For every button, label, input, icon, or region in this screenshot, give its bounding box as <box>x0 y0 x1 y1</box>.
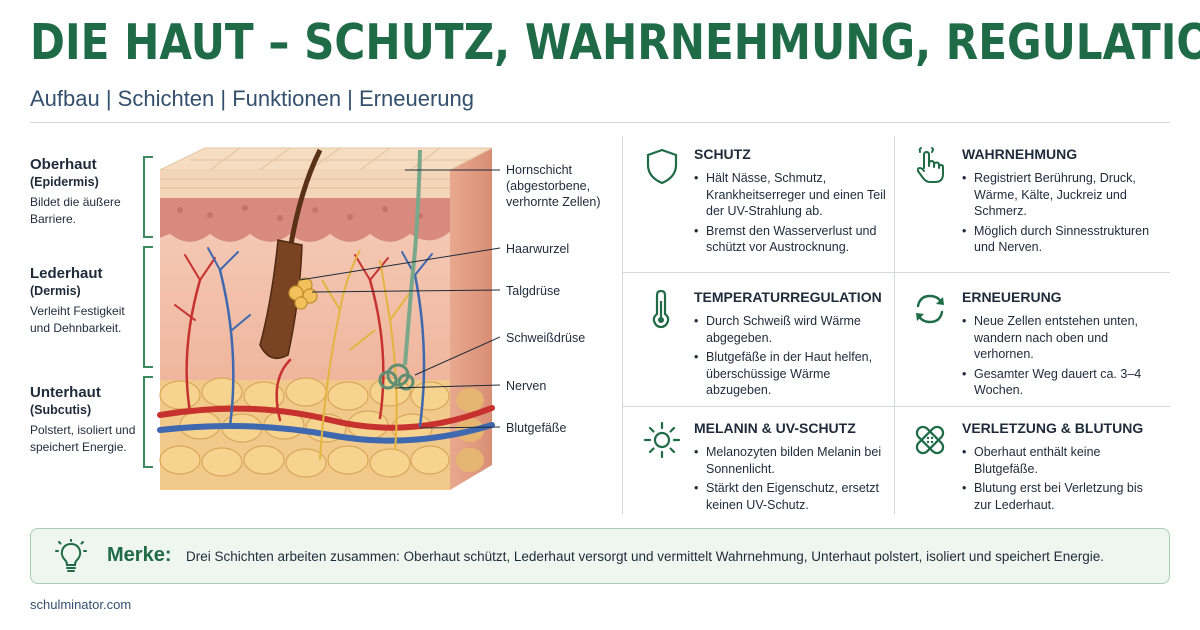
header-divider <box>30 122 1170 123</box>
layer-description: Polstert, isoliert und speichert Energie… <box>30 423 136 454</box>
grid-divider-row2 <box>622 406 1170 407</box>
skin-cross-section-diagram <box>157 147 500 490</box>
layer-description: Bildet die äußere Barriere. <box>30 195 121 226</box>
sweat-gland-coil <box>378 363 415 391</box>
label-schweissdruese: Schweißdrüse <box>506 331 586 345</box>
page-subtitle: Aufbau | Schichten | Funktionen | Erneue… <box>30 86 474 111</box>
card-bullet: Hält Nässe, Schmutz, Krankheitserreger u… <box>694 170 894 220</box>
bracket-epidermis <box>143 156 153 238</box>
card-title: WAHRNEHMUNG <box>962 146 1078 162</box>
blood-vessels <box>157 247 495 444</box>
label-hornschicht-note2: verhornte Zellen) <box>506 195 601 209</box>
layer-subcutis: Unterhaut (Subcutis) Polstert, isoliert … <box>30 384 138 456</box>
card-bullets: Registriert Berührung, Druck, Wärme, Käl… <box>962 170 1162 259</box>
label-talgdruese: Talgdrüse <box>506 284 561 298</box>
card-title: SCHUTZ <box>694 146 751 162</box>
layer-description: Verleiht Festigkeit und Dehnbarkeit. <box>30 304 125 335</box>
merke-label: Merke: <box>107 544 172 566</box>
label-hornschicht: Hornschicht (abgestorbene, verhornte Zel… <box>506 162 601 210</box>
merke-text: Drei Schichten arbeiten zusammen: Oberha… <box>186 549 1104 564</box>
layer-epidermis: Oberhaut (Epidermis) Bildet die äußere B… <box>30 156 138 228</box>
grid-divider-left <box>622 136 623 514</box>
card-title: VERLETZUNG & BLUTUNG <box>962 420 1144 436</box>
shield-icon <box>646 148 678 185</box>
card-bullet: Bremst den Wasserverlust und schützt vor… <box>694 223 894 256</box>
touch-hand-icon <box>916 147 944 183</box>
card-bullets: Oberhaut enthält keine Blutgefäße. Blutu… <box>962 444 1162 516</box>
card-bullet: Neue Zellen entstehen unten, wandern nac… <box>962 313 1162 363</box>
label-blutgefaesse: Blutgefäße <box>506 421 567 435</box>
label-hornschicht-note1: (abgestorbene, <box>506 179 591 193</box>
renewal-arrows-icon <box>916 294 944 324</box>
sebaceous-gland <box>288 277 318 310</box>
card-bullet: Registriert Berührung, Druck, Wärme, Käl… <box>962 170 1162 220</box>
page-title: DIE HAUT – SCHUTZ, WAHRNEHMUNG, REGULATI… <box>30 14 1200 71</box>
card-bullets: Neue Zellen entstehen unten, wandern nac… <box>962 313 1162 402</box>
card-bullets: Durch Schweiß wird Wärme abgegeben. Blut… <box>694 313 894 402</box>
layer-name: Oberhaut <box>30 156 97 173</box>
layer-latin: (Epidermis) <box>30 175 99 189</box>
layer-name: Unterhaut <box>30 384 101 401</box>
card-title: TEMPERATURREGULATION <box>694 289 882 305</box>
card-bullet: Oberhaut enthält keine Blutgefäße. <box>962 444 1162 477</box>
card-bullet: Möglich durch Sinnesstrukturen und Nerve… <box>962 223 1162 256</box>
epidermis-cells <box>177 205 423 221</box>
grid-divider-row1 <box>622 272 1170 273</box>
leader-lines <box>299 169 500 429</box>
epidermis-layer <box>160 198 450 242</box>
card-bullet: Stärkt den Eigenschutz, ersetzt keinen U… <box>694 480 894 513</box>
layer-latin: (Dermis) <box>30 284 81 298</box>
lightbulb-icon <box>55 539 87 572</box>
card-bullets: Melanozyten bilden Melanin bei Sonnenlic… <box>694 444 894 516</box>
card-title: MELANIN & UV-SCHUTZ <box>694 420 856 436</box>
card-title: ERNEUERUNG <box>962 289 1062 305</box>
fat-cells <box>159 377 450 478</box>
card-bullet: Blutgefäße in der Haut helfen, überschüs… <box>694 349 894 399</box>
hair-shaft <box>287 148 323 251</box>
card-bullet: Durch Schweiß wird Wärme abgegeben. <box>694 313 894 346</box>
sweat-duct <box>403 149 422 366</box>
thermometer-icon <box>652 289 670 329</box>
card-bullets: Hält Nässe, Schmutz, Krankheitserreger u… <box>694 170 894 259</box>
layer-dermis: Lederhaut (Dermis) Verleiht Festigkeit u… <box>30 265 138 337</box>
grid-divider-middle <box>894 136 895 514</box>
layer-name: Lederhaut <box>30 265 103 282</box>
label-nerven: Nerven <box>506 379 547 393</box>
card-bullet: Blutung erst bei Verletzung bis zur Lede… <box>962 480 1162 513</box>
footer-site: schulminator.com <box>30 597 132 612</box>
bandage-icon <box>915 425 945 455</box>
sun-icon <box>643 421 681 459</box>
bracket-subcutis <box>143 376 153 468</box>
label-hornschicht-title: Hornschicht <box>506 163 572 177</box>
card-bullet: Melanozyten bilden Melanin bei Sonnenlic… <box>694 444 894 477</box>
layer-latin: (Subcutis) <box>30 403 92 417</box>
block-top-face <box>159 147 493 171</box>
merke-box: Merke: Drei Schichten arbeiten zusammen:… <box>30 528 1170 584</box>
label-haarwurzel: Haarwurzel <box>506 242 570 256</box>
bracket-dermis <box>143 246 153 368</box>
card-bullet: Gesamter Weg dauert ca. 3–4 Wochen. <box>962 366 1162 399</box>
